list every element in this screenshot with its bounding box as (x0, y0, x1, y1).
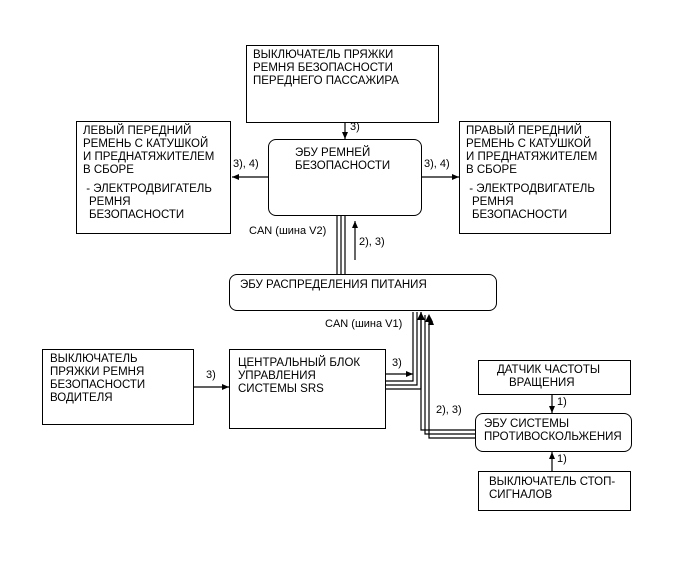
speed-sensor-box: ДАТЧИК ЧАСТОТЫ ВРАЩЕНИЯ (478, 360, 631, 395)
box-line: ЛЕВЫЙ ПЕРЕДНИЙ (83, 125, 192, 137)
box-line: РЕМЕНЬ С КАТУШКОЙ (83, 138, 209, 150)
box-line: ЭБУ РАСПРЕДЕЛЕНИЯ ПИТАНИЯ (240, 279, 427, 291)
sensor-arrow-label: 1) (557, 396, 567, 408)
box-line: ЦЕНТРАЛЬНЫЙ БЛОК (238, 357, 361, 369)
box-line: РЕМЕНЬ С КАТУШКОЙ (466, 138, 592, 150)
can-v1-bus (386, 312, 414, 382)
passenger-buckle-switch-box: ВЫКЛЮЧАТЕЛЬ ПРЯЖКИ РЕМНЯ БЕЗОПАСНОСТИ ПЕ… (246, 45, 439, 123)
can-v1-label: CAN (шина V1) (325, 318, 403, 330)
box-line: БЕЗОПАСНОСТИ (50, 379, 146, 391)
anti-skid-ecu-box: ЭБУ СИСТЕМЫ ПРОТИВОСКОЛЬЖЕНИЯ (475, 413, 632, 452)
box-line: ВЫКЛЮЧАТЕЛЬ ПРЯЖКИ (253, 49, 394, 61)
box-line: ПРАВЫЙ ПЕРЕДНИЙ (466, 125, 583, 137)
can-v2-label: CAN (шина V2) (249, 225, 327, 237)
skid-arrow-label: 2), 3) (436, 404, 462, 416)
box-line: В СБОРЕ (466, 164, 517, 176)
box-line: БЕЗОПАСНОСТИ (89, 209, 185, 221)
box-line: БЕЗОПАСНОСТИ (295, 160, 391, 172)
right-belt-box: ПРАВЫЙ ПЕРЕДНИЙ РЕМЕНЬ С КАТУШКОЙ И ПРЕД… (459, 121, 611, 234)
driver-buckle-switch-box: ВЫКЛЮЧАТЕЛЬ ПРЯЖКИ РЕМНЯ БЕЗОПАСНОСТИ ВО… (42, 349, 194, 425)
box-line: ПЕРЕДНЕГО ПАССАЖИРА (253, 75, 399, 87)
box-line: - ЭЛЕКТРОДВИГАТЕЛЬ (466, 183, 595, 195)
box-line: ВЫКЛЮЧАТЕЛЬ (50, 353, 138, 365)
v1-arrowhead (417, 312, 425, 320)
box-line: УПРАВЛЕНИЯ (238, 370, 316, 382)
box-line: ВОДИТЕЛЯ (50, 392, 113, 404)
box-line: И ПРЕДНАТЯЖИТЕЛЕМ (83, 151, 215, 163)
power-distribution-ecu-box: ЭБУ РАСПРЕДЕЛЕНИЯ ПИТАНИЯ (229, 274, 497, 311)
box-line: ПРЯЖКИ РЕМНЯ (50, 366, 145, 378)
box-line: СИГНАЛОВ (489, 489, 553, 501)
top-arrow-label: 3) (350, 121, 360, 133)
stop-light-switch-box: ВЫКЛЮЧАТЕЛЬ СТОП- СИГНАЛОВ (478, 471, 631, 511)
stop-arrow-label: 1) (557, 453, 567, 465)
srs-arrow-label: 3) (392, 357, 402, 369)
box-line: БЕЗОПАСНОСТИ (472, 209, 568, 221)
box-line: ПРОТИВОСКОЛЬЖЕНИЯ (484, 431, 622, 443)
box-line: ДАТЧИК ЧАСТОТЫ (497, 364, 601, 376)
driver-arrow-label: 3) (206, 369, 216, 381)
box-line: ВЫКЛЮЧАТЕЛЬ СТОП- (489, 476, 616, 488)
box-line: РЕМНЯ (89, 196, 131, 208)
seatbelt-ecu-box: ЭБУ РЕМНЕЙ БЕЗОПАСНОСТИ (268, 139, 422, 216)
box-line: ЭБУ СИСТЕМЫ (484, 418, 569, 430)
box-line: И ПРЕДНАТЯЖИТЕЛЕМ (466, 151, 598, 163)
box-line: РЕМНЯ БЕЗОПАСНОСТИ (253, 62, 393, 74)
right-arrow-label: 3), 4) (424, 158, 450, 170)
box-line: - ЭЛЕКТРОДВИГАТЕЛЬ (83, 183, 212, 195)
box-line: В СБОРЕ (83, 164, 134, 176)
box-line: ВРАЩЕНИЯ (509, 377, 575, 389)
box-line: ЭБУ РЕМНЕЙ (295, 147, 371, 159)
box-line: СИСТЕМЫ SRS (238, 383, 324, 395)
box-line: РЕМНЯ (472, 196, 514, 208)
v2-arrow-label: 2), 3) (359, 236, 385, 248)
left-belt-box: ЛЕВЫЙ ПЕРЕДНИЙ РЕМЕНЬ С КАТУШКОЙ И ПРЕДН… (76, 121, 231, 234)
left-arrow-label: 3), 4) (233, 158, 259, 170)
srs-central-unit-box: ЦЕНТРАЛЬНЫЙ БЛОК УПРАВЛЕНИЯ СИСТЕМЫ SRS (229, 349, 386, 429)
